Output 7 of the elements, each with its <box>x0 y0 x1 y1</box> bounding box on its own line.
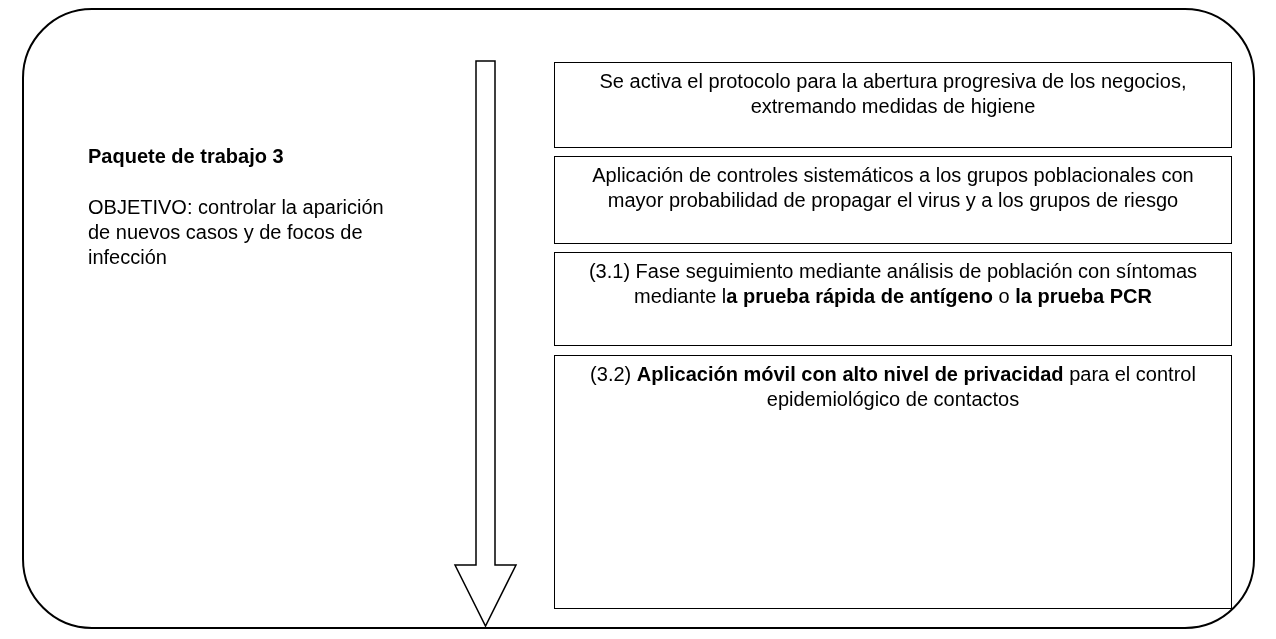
process-box: (3.2) Aplicación móvil con alto nivel de privacidad para el control epidemiológico de contactos <box>554 355 1232 609</box>
process-box: Aplicación de controles sistemáticos a los grupos poblacionales con mayor probabilidad de propagar el virus y a los grupos de riesgo <box>554 156 1232 244</box>
heading: Paquete de trabajo 3 <box>88 145 285 168</box>
rounded-panel <box>22 8 1255 629</box>
process-box: Se activa el protocolo para la abertura progresiva de los negocios, extremando medidas de higiene <box>554 62 1232 148</box>
objective-text: OBJETIVO: controlar la aparición de nuevos casos y de focos de infección <box>88 195 385 270</box>
process-box: (3.1) Fase seguimiento mediante análisis de población con síntomas mediante la prueba rápida de antígeno o la prueba PCR <box>554 252 1232 346</box>
